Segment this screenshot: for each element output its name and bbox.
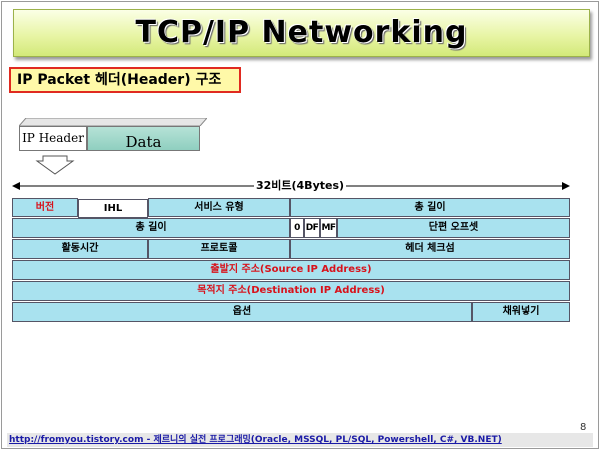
slide-title: TCP/IP Networking: [135, 15, 468, 50]
field-source-address: 출발지 주소(Source IP Address): [12, 260, 570, 280]
field-padding: 채워넣기: [472, 302, 570, 322]
field-protocol: 프로토콜: [148, 239, 290, 259]
field-destination-address: 목적지 주소(Destination IP Address): [12, 281, 570, 301]
field-identification: 총 길이: [12, 218, 290, 238]
title-banner: TCP/IP Networking: [13, 9, 590, 57]
field-ttl: 활동시간: [12, 239, 148, 259]
down-arrow-icon: [35, 155, 75, 175]
field-ihl: IHL: [78, 199, 148, 218]
footer-link[interactable]: http://fromyou.tistory.com - 제르니의 실전 프로그…: [9, 435, 502, 445]
flag-df: DF: [304, 218, 320, 238]
packet-depth-edge: [19, 118, 207, 126]
page-number: 8: [580, 422, 587, 433]
footer-bar: [7, 433, 593, 447]
slide-subtitle: IP Packet 헤더(Header) 구조: [17, 72, 222, 88]
field-options: 옵션: [12, 302, 472, 322]
field-version: 버전: [12, 198, 78, 217]
field-fragment-offset: 단편 오프셋: [337, 218, 570, 238]
data-block: Data: [87, 126, 200, 151]
subtitle-box: IP Packet 헤더(Header) 구조: [9, 67, 241, 93]
field-service-type: 서비스 유형: [148, 198, 290, 217]
flag-mf: MF: [320, 218, 337, 238]
field-header-checksum: 헤더 체크섬: [290, 239, 570, 259]
width-arrow-icon: [12, 182, 570, 190]
field-total-length: 총 길이: [290, 198, 570, 217]
flag-reserved: 0: [290, 218, 304, 238]
ip-header-block: IP Header: [19, 126, 87, 151]
